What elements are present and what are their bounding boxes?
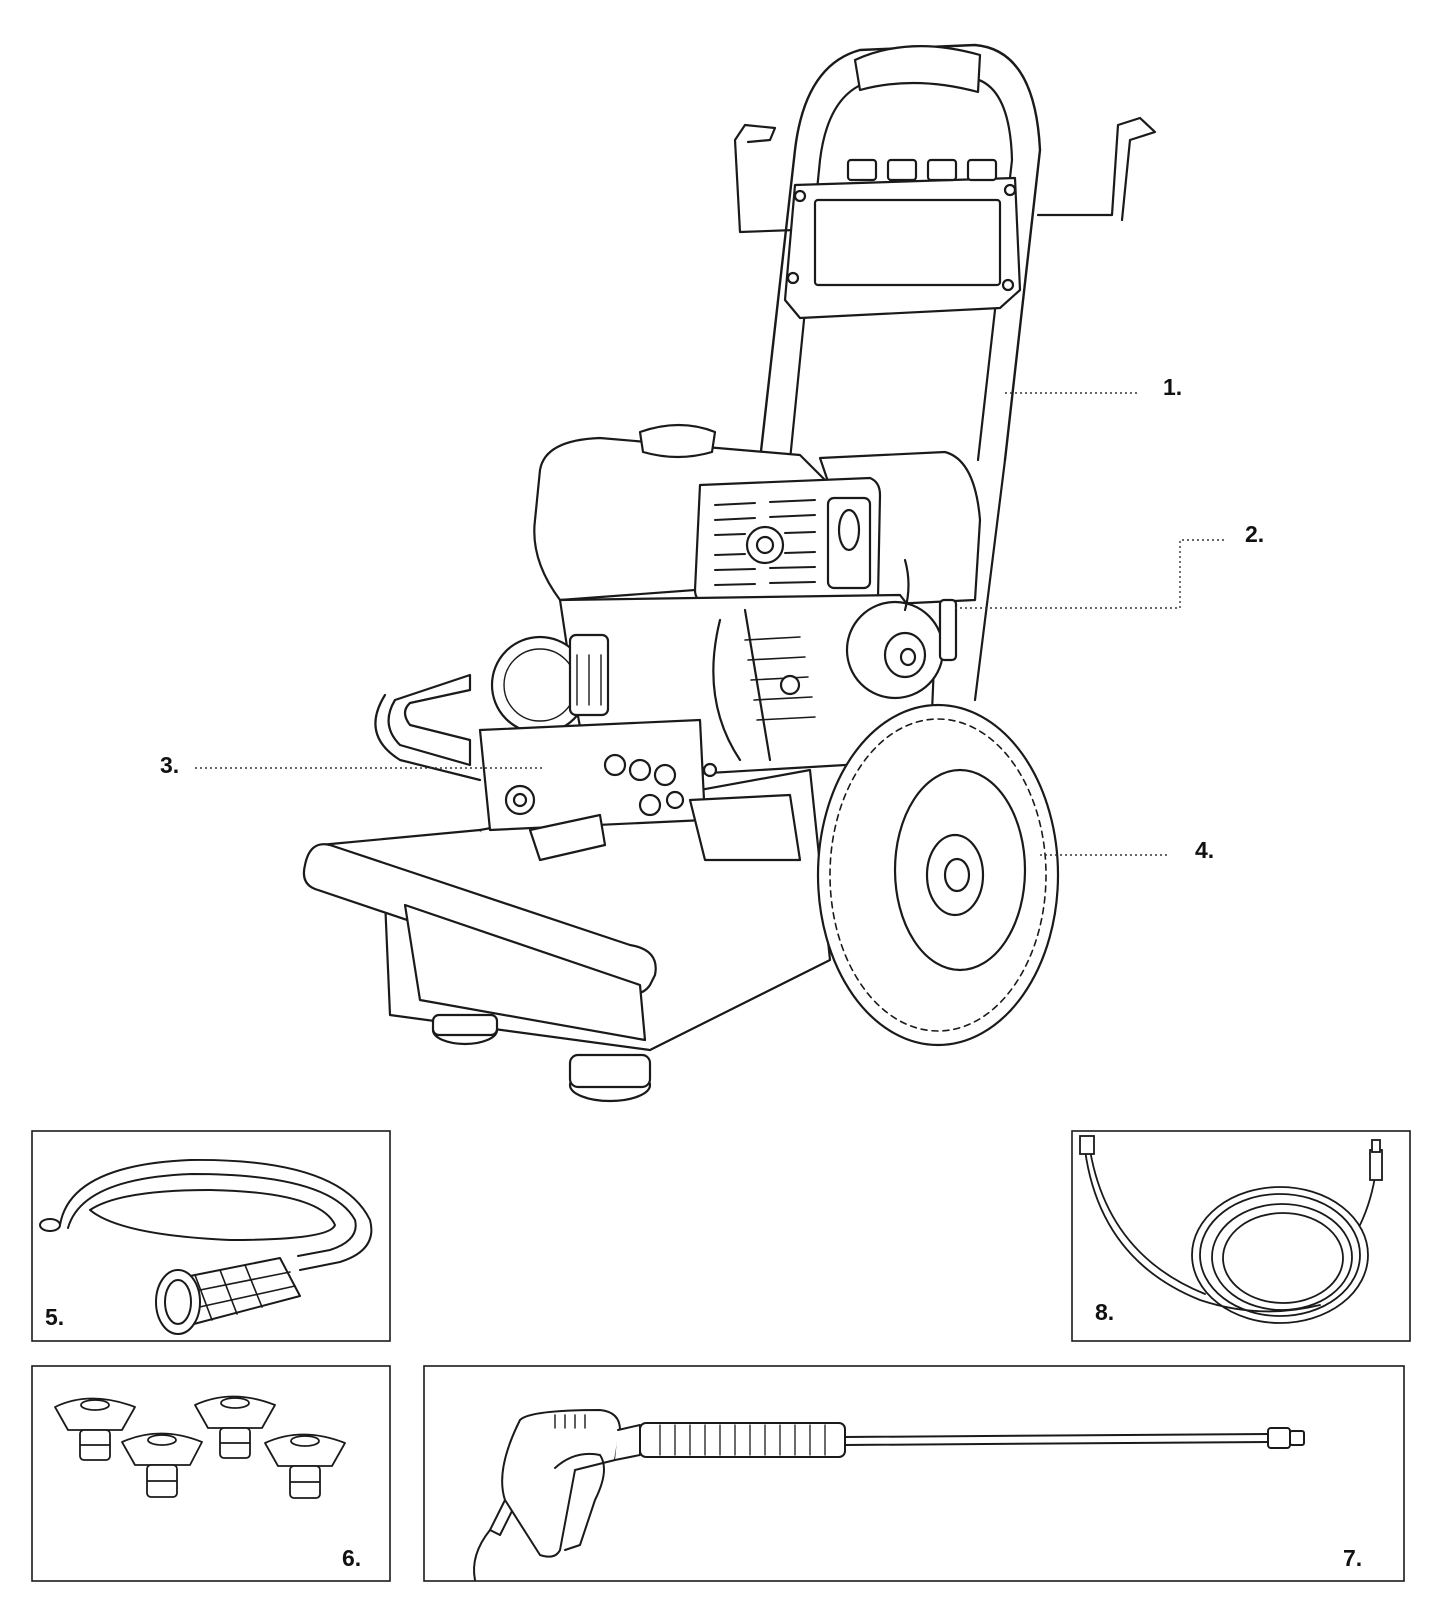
- pressure-hose-illustration: [1079, 1135, 1383, 1324]
- spray-gun-illustration: [473, 1409, 1305, 1581]
- nozzle-tip-2: [121, 1432, 203, 1498]
- pressure-washer-illustration: [302, 43, 1157, 1103]
- callout-5: 5.: [45, 1304, 64, 1330]
- leader-lines: [195, 392, 1225, 856]
- engine: [533, 423, 982, 782]
- callout-1: 1.: [1163, 374, 1182, 400]
- leader-2: [955, 539, 1225, 609]
- nozzle-tips-illustration: [54, 1395, 346, 1499]
- box-6: [31, 1365, 391, 1582]
- suction-hose-illustration: [39, 1158, 373, 1335]
- pump-assembly: [374, 633, 802, 862]
- frame-handle: [728, 43, 1157, 702]
- callout-2: 2.: [1245, 521, 1264, 547]
- callout-8: 8.: [1095, 1299, 1114, 1325]
- nozzle-tip-4: [264, 1433, 346, 1499]
- callout-4: 4.: [1195, 837, 1214, 863]
- box-5: [31, 1130, 391, 1342]
- nozzle-tip-1: [54, 1397, 136, 1461]
- wheel: [816, 703, 1060, 1047]
- box-7: [423, 1365, 1405, 1582]
- nozzle-tip-3: [194, 1395, 276, 1459]
- callout-3: 3.: [160, 752, 179, 778]
- nozzle-holders: [846, 158, 998, 182]
- box-8: [1071, 1130, 1411, 1342]
- callout-7: 7.: [1343, 1545, 1362, 1571]
- callout-6: 6.: [342, 1545, 361, 1571]
